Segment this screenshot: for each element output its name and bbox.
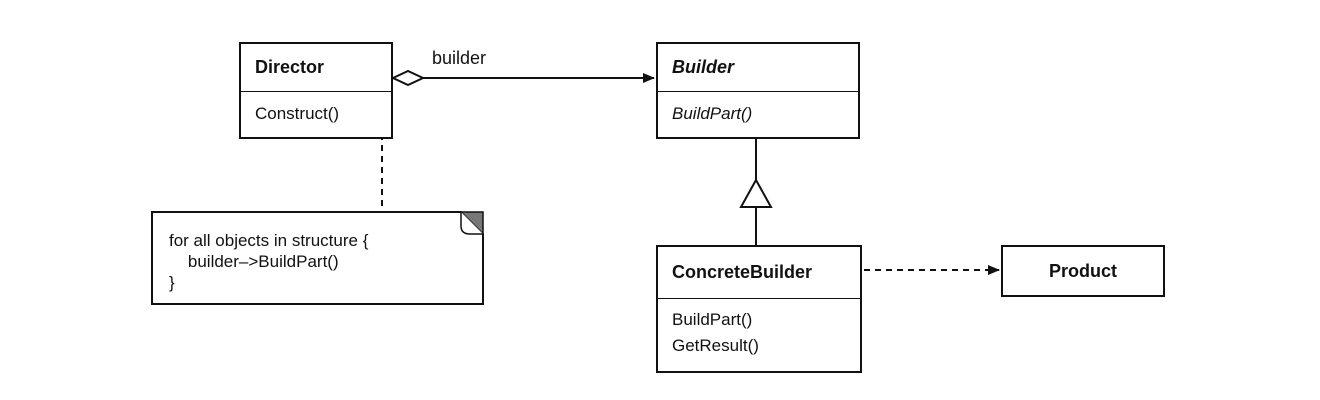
- concrete-builder-operations: BuildPart() GetResult(): [658, 299, 860, 359]
- note-line: }: [169, 273, 175, 292]
- concrete-builder-class: ConcreteBuilder BuildPart() GetResult(): [656, 245, 862, 373]
- concrete-builder-class-name: ConcreteBuilder: [658, 247, 860, 299]
- director-operation: Construct(): [255, 104, 340, 123]
- note-line: for all objects in structure {: [169, 231, 369, 250]
- builder-operations: BuildPart(): [658, 92, 858, 127]
- director-operations: Construct(): [241, 92, 391, 127]
- note-shape: [151, 211, 484, 305]
- director-class: Director Construct(): [239, 42, 393, 139]
- inheritance-triangle-icon: [739, 177, 773, 208]
- note-line: builder–>BuildPart(): [169, 252, 339, 271]
- note-outline: [151, 211, 484, 305]
- concrete-builder-operation: GetResult(): [672, 336, 759, 355]
- builder-operation: BuildPart(): [672, 104, 753, 123]
- aggregation-diamond-icon: [390, 69, 426, 87]
- product-class-name: Product: [1048, 260, 1117, 281]
- director-class-name: Director: [241, 44, 391, 92]
- note-fold-edge: [460, 212, 483, 235]
- note-text: for all objects in structure { builder–>…: [152, 212, 483, 304]
- aggregation-label: builder: [432, 48, 487, 68]
- inheritance-connector: [739, 139, 773, 245]
- concrete-builder-operation: BuildPart(): [672, 310, 753, 329]
- aggregation-connector: [390, 69, 655, 87]
- builder-class: Builder BuildPart(): [656, 42, 860, 139]
- builder-class-name: Builder: [658, 44, 858, 92]
- product-class: Product: [1001, 245, 1165, 297]
